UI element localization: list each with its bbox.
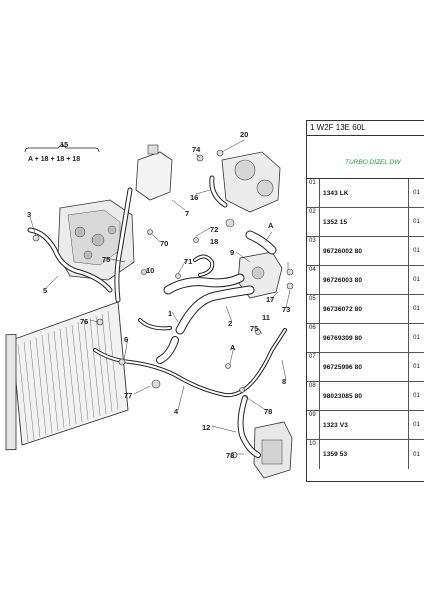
part-row-index: 04	[307, 266, 320, 294]
callout: 10	[146, 266, 154, 275]
part-row-reference: 96726003 80	[320, 266, 409, 294]
callout: A	[268, 221, 274, 230]
callout: 74	[192, 145, 201, 154]
panel-subheader: TURBO DİZEL DW	[307, 136, 424, 179]
callout: 6	[124, 335, 128, 344]
callout: 70	[160, 239, 168, 248]
callout-labels: 20 74 16 7 3 72 70 75 10 71 5 9 18 17 73…	[27, 130, 290, 460]
part-row-reference: 1352 15	[320, 208, 409, 236]
part-row-quantity: 01	[413, 451, 420, 458]
engine-label: TURBO DİZEL DW	[345, 159, 401, 166]
part-row-quantity: 01	[413, 277, 420, 283]
callout: 78	[264, 407, 272, 416]
part-row-quantity: 01	[413, 190, 420, 196]
hoses	[27, 175, 287, 458]
leader-lines	[29, 139, 291, 455]
part-row-reference: 1323 V3	[320, 411, 409, 439]
callout: 73	[282, 305, 290, 314]
callout: 71	[184, 257, 192, 266]
part-row-index: 03	[307, 237, 320, 265]
callout: 3	[27, 210, 31, 219]
part-row-quantity: 01	[413, 306, 420, 312]
callout: 5	[43, 286, 47, 295]
panel-header: 1 W2F 13E 60L	[307, 121, 424, 136]
callout: 75	[102, 255, 110, 264]
part-row-quantity: 01	[413, 219, 420, 225]
callout: A	[230, 343, 236, 352]
callout: 1	[168, 309, 172, 318]
callout: 2	[228, 319, 232, 328]
part-row-index: 07	[307, 353, 320, 381]
part-row-reference: 96736072 80	[320, 295, 409, 323]
part-row-quantity: 01	[413, 393, 420, 399]
callout: 75	[250, 324, 258, 333]
radiator	[5, 301, 129, 451]
callout: 7	[185, 209, 189, 218]
part-row-reference: 96769309 80	[320, 324, 409, 352]
egr-cooler	[253, 421, 293, 479]
callout: 12	[202, 423, 210, 432]
part-row-reference: 96725996 80	[320, 353, 409, 381]
group-number: 15	[60, 140, 68, 149]
part-row-quantity: 01	[413, 248, 420, 254]
hose-clamps	[32, 149, 294, 459]
callout: 9	[230, 248, 234, 257]
callout: 77	[124, 391, 132, 400]
part-row-quantity: 01	[413, 422, 420, 428]
part-row-index: 10	[307, 440, 320, 469]
callout: 76	[80, 317, 88, 326]
part-row-reference: 96726002 80	[320, 237, 409, 265]
part-row-reference: 98023085 80	[320, 382, 409, 410]
callout: 16	[190, 193, 198, 202]
callout: 18	[210, 237, 218, 246]
part-row-index: 08	[307, 382, 320, 410]
part-row-index: 02	[307, 208, 320, 236]
part-row-quantity: 01	[413, 364, 420, 370]
part-row-reference: 1343 LK	[320, 179, 409, 207]
part-row-reference: 1359 53	[320, 440, 409, 469]
expansion-tank	[135, 144, 173, 201]
callout: 78	[226, 451, 234, 460]
part-row-index: 01	[307, 179, 320, 207]
group-brace	[24, 143, 100, 153]
callout: 11	[262, 313, 270, 322]
group-formula: A + 18 + 18 + 18	[28, 156, 80, 163]
callout: 8	[282, 377, 286, 386]
part-row-index: 05	[307, 295, 320, 323]
exploded-parts-diagram: 15 A + 18 + 18 + 18	[5, 130, 294, 479]
callout: 20	[240, 130, 248, 139]
part-row-index: 06	[307, 324, 320, 352]
part-row-index: 09	[307, 411, 320, 439]
callout: 17	[266, 295, 274, 304]
callout: 4	[174, 407, 179, 416]
callout: 72	[210, 225, 218, 234]
turbocharger	[221, 151, 281, 213]
part-row-quantity: 01	[413, 335, 420, 341]
